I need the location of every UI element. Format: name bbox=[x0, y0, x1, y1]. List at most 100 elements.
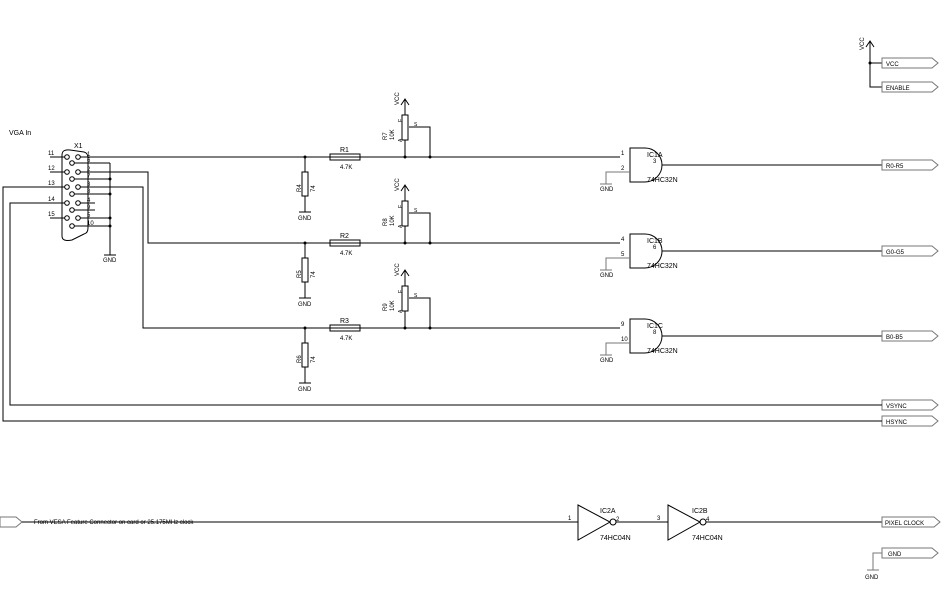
gate-ref: IC1C bbox=[647, 323, 663, 330]
svg-text:74HC04N: 74HC04N bbox=[692, 535, 723, 542]
pin-label: 6 bbox=[87, 158, 91, 164]
pot-wire bbox=[400, 184, 431, 243]
svg-text:4: 4 bbox=[706, 517, 710, 523]
vcc-port-label: VCC bbox=[886, 62, 899, 68]
net-label: R0-R5 bbox=[886, 164, 904, 170]
junction-dot bbox=[428, 241, 432, 245]
vsync-wire bbox=[9, 202, 870, 406]
junction-dot bbox=[428, 326, 432, 330]
shunt-res-ref: R5 bbox=[297, 270, 303, 278]
svg-text:IC2B: IC2B bbox=[692, 508, 708, 515]
series-res-value: 4.7K bbox=[340, 336, 352, 342]
svg-text:GND: GND bbox=[888, 552, 902, 558]
title-label: VGA In bbox=[9, 130, 31, 137]
pot-pin-e: E bbox=[398, 204, 404, 208]
gate-pin: 8 bbox=[653, 330, 657, 336]
svg-text:3: 3 bbox=[657, 516, 661, 522]
svg-text:74HC04N: 74HC04N bbox=[600, 535, 631, 542]
pin-label: 15 bbox=[48, 212, 55, 218]
enable-port bbox=[881, 81, 939, 93]
vcc-port bbox=[881, 57, 939, 69]
pot-pin-s: S bbox=[414, 208, 418, 214]
pot-ref: R8 bbox=[383, 218, 389, 226]
net-label: G0-G5 bbox=[886, 250, 905, 256]
junction-dot bbox=[403, 155, 407, 159]
inverter-ic2a bbox=[577, 504, 612, 541]
junction-dot bbox=[303, 326, 307, 330]
gate-ref: IC1B bbox=[647, 238, 663, 245]
vcc-label: VCC bbox=[395, 178, 401, 191]
gate-ref: IC1A bbox=[647, 152, 663, 159]
vcc-label: VCC bbox=[395, 92, 401, 105]
gnd-label: GND bbox=[103, 258, 117, 264]
enable-port-label: ENABLE bbox=[886, 86, 910, 92]
svg-text:2: 2 bbox=[616, 517, 620, 523]
pot-wire bbox=[400, 98, 431, 157]
hsync-port: HSYNC bbox=[870, 415, 939, 427]
gnd-label: GND bbox=[600, 358, 614, 364]
net-port bbox=[881, 330, 939, 342]
pot-value: 10K bbox=[390, 215, 396, 226]
clock-input-port bbox=[0, 516, 23, 528]
gnd-label: GND bbox=[298, 387, 312, 393]
shunt-res-ref: R4 bbox=[297, 184, 303, 192]
net-port bbox=[881, 159, 939, 171]
pot-value: 10K bbox=[390, 300, 396, 311]
net-label: B0-B5 bbox=[886, 335, 903, 341]
pin-label: 11 bbox=[48, 151, 55, 157]
series-res-ref: R2 bbox=[340, 233, 349, 240]
shunt-res-ref: R6 bbox=[297, 355, 303, 363]
potentiometer bbox=[401, 114, 409, 141]
gate-2 bbox=[629, 318, 663, 354]
pin-label: 14 bbox=[48, 197, 55, 203]
pin-label: 13 bbox=[48, 181, 55, 187]
potentiometer bbox=[401, 285, 409, 312]
connector-ref: X1 bbox=[74, 143, 83, 150]
pin-label: 8 bbox=[87, 189, 91, 195]
gnd-label: GND bbox=[600, 187, 614, 193]
net-port bbox=[881, 245, 939, 257]
series-res-ref: R3 bbox=[340, 318, 349, 325]
shunt-wire bbox=[299, 243, 311, 299]
svg-text:PIXEL CLOCK: PIXEL CLOCK bbox=[885, 521, 924, 527]
vsync-port: VSYNC bbox=[870, 399, 939, 411]
junction-dot bbox=[303, 241, 307, 245]
gate-gnd-wire bbox=[600, 257, 630, 271]
series-res-value: 4.7K bbox=[340, 165, 352, 171]
clock-note: From VESA Feature Connector on card or 2… bbox=[34, 520, 194, 526]
gate-pin: 6 bbox=[653, 245, 657, 251]
series-res-ref: R1 bbox=[340, 147, 349, 154]
pin-label: 1 bbox=[87, 152, 91, 158]
gate-gnd-wire bbox=[600, 171, 630, 185]
pin-label: 12 bbox=[48, 166, 55, 172]
clock-section: From VESA Feature Connector on card or 2… bbox=[0, 504, 941, 581]
hsync-wire bbox=[2, 186, 870, 422]
svg-text:IC2A: IC2A bbox=[600, 508, 616, 515]
pixel-clock-port bbox=[881, 516, 941, 528]
pot-pin-a: A bbox=[398, 138, 404, 142]
gate-pin: 3 bbox=[653, 159, 657, 165]
pot-pin-s: S bbox=[414, 122, 418, 128]
gate-part: 74HC32N bbox=[647, 263, 678, 270]
pot-pin-s: S bbox=[414, 293, 418, 299]
gnd-label: GND bbox=[600, 273, 614, 279]
shunt-resistor bbox=[301, 342, 309, 368]
inverter-ic2b bbox=[667, 504, 702, 541]
pin-label: 5 bbox=[87, 213, 91, 219]
shunt-res-value: 74 bbox=[311, 271, 317, 278]
gnd-label: GND bbox=[298, 302, 312, 308]
gate-0 bbox=[629, 147, 663, 183]
svg-text:GND: GND bbox=[865, 575, 879, 581]
pin-label: 9 bbox=[87, 205, 91, 211]
series-resistor bbox=[329, 239, 361, 247]
junction-dot bbox=[403, 241, 407, 245]
vcc-label: VCC bbox=[395, 263, 401, 276]
svg-text:HSYNC: HSYNC bbox=[886, 420, 908, 426]
gate-pin: 10 bbox=[621, 337, 628, 343]
pin-label: 4 bbox=[87, 198, 91, 204]
pin-label: 2 bbox=[87, 167, 91, 173]
gnd-label: GND bbox=[298, 216, 312, 222]
